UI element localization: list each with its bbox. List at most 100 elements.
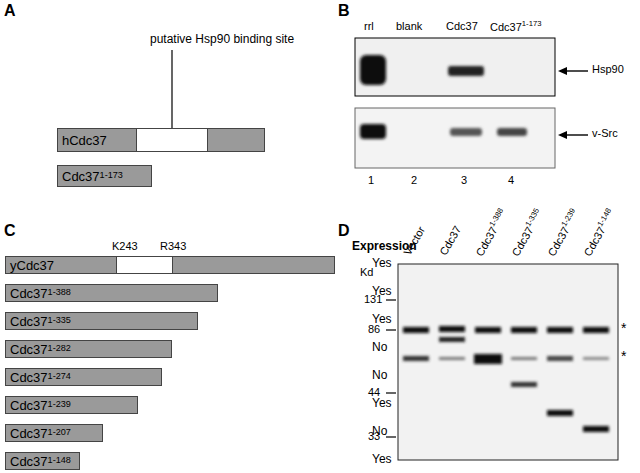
- band: [547, 327, 573, 333]
- blot-hsp90: [355, 38, 555, 96]
- panel-letter: C: [4, 222, 16, 239]
- residue-range: 1-274: [48, 372, 71, 381]
- expression-value: No: [372, 368, 387, 382]
- lane-label-holder: Cdc37: [437, 224, 464, 258]
- lane-label: Cdc37: [490, 21, 522, 33]
- lane-number-holder: 3: [461, 174, 467, 187]
- residue-range: 1-388: [48, 288, 71, 297]
- lane-label: Cdc37: [545, 224, 571, 258]
- nonspecific-mark-holder: *: [621, 320, 626, 336]
- residue-range: 1-148: [596, 207, 614, 229]
- band: [583, 357, 609, 360]
- lane-number: 2: [411, 174, 417, 186]
- lane-label-holder: Cdc371-239: [544, 207, 581, 258]
- lane-label: rrl: [364, 20, 374, 32]
- residue-range: 1-388: [488, 207, 506, 229]
- construct-name: Cdc37: [10, 427, 48, 440]
- lane-label-holder: Cdc371-335: [508, 207, 545, 258]
- expression-value: Yes: [372, 452, 392, 466]
- band: [511, 327, 537, 333]
- residue-label: K243: [112, 240, 138, 252]
- marker-size-holder: 33: [368, 430, 380, 443]
- band: [547, 356, 573, 361]
- expression-value: No: [372, 340, 387, 354]
- residue-range: 1-173: [522, 19, 542, 28]
- marker-tick: [386, 392, 396, 393]
- construct-name: Cdc37: [10, 399, 48, 412]
- lane-label: Cdc37: [473, 224, 499, 258]
- lane-label-holder: Cdc371-148: [580, 207, 617, 258]
- expression-value: Yes: [372, 396, 392, 410]
- lane-label: Cdc37: [509, 224, 535, 258]
- residue-range: 1-335: [48, 316, 71, 325]
- arrow-line: [566, 70, 588, 71]
- lane-number-holder: 2: [411, 174, 417, 187]
- construct-name: Cdc37: [62, 170, 100, 183]
- construct-name: yCdc37: [10, 259, 54, 272]
- expression-value: Yes: [372, 256, 392, 270]
- site-label-holder: putative Hsp90 binding site: [150, 33, 294, 47]
- panel-letter-holder: C: [4, 222, 16, 240]
- marker-size-holder: 44: [368, 386, 380, 399]
- band: [450, 128, 482, 136]
- protein-bar: Cdc371-207: [5, 424, 103, 442]
- band: [439, 337, 465, 342]
- band: [403, 327, 429, 333]
- residue-range: 1-239: [560, 207, 578, 229]
- band: [403, 356, 429, 361]
- arrow-head: [558, 67, 567, 75]
- band: [360, 124, 386, 139]
- binding-region: [136, 129, 208, 151]
- expression-value-holder: Yes: [372, 453, 392, 467]
- band: [547, 410, 573, 416]
- band: [474, 354, 502, 364]
- lane-label: blank: [396, 20, 422, 32]
- residue-range: 1-282: [48, 344, 71, 353]
- lane-number: 1: [368, 174, 374, 186]
- band: [360, 55, 386, 85]
- band: [583, 327, 609, 333]
- blot-expression: [398, 264, 618, 460]
- expression-value-holder: Yes: [372, 397, 392, 411]
- protein-bar: Cdc371-282: [5, 340, 172, 358]
- marker-size-holder: 131: [364, 293, 382, 306]
- lane-number-holder: 4: [508, 174, 514, 187]
- panel-letter-holder: B: [338, 2, 350, 20]
- lane-number: 3: [461, 174, 467, 186]
- band: [583, 426, 609, 432]
- protein-bar: Cdc371-173: [57, 165, 152, 187]
- residue-label: R343: [160, 240, 186, 252]
- expression-value-holder: No: [372, 341, 387, 355]
- construct-name: Cdc37: [10, 455, 48, 468]
- marker-size: 44: [368, 386, 380, 398]
- nonspecific-mark: *: [621, 348, 626, 364]
- residue-range: 1-335: [524, 207, 542, 229]
- marker-tick: [386, 299, 396, 300]
- panel-letter: A: [4, 2, 16, 19]
- leader-line: [171, 50, 172, 128]
- protein-bar: Cdc371-335: [5, 312, 198, 330]
- marker-size: 131: [364, 293, 382, 305]
- band: [448, 66, 484, 76]
- band-label-holder: v-Src: [592, 127, 618, 140]
- construct-name: Cdc37: [10, 343, 48, 356]
- axis-unit-holder: Kd: [360, 266, 373, 279]
- band: [497, 128, 527, 136]
- lane-label-holder: Cdc37: [446, 20, 478, 33]
- lane-label-holder: rrl: [364, 20, 374, 33]
- construct-name: Cdc37: [10, 371, 48, 384]
- construct-name: hCdc37: [62, 134, 107, 147]
- protein-bar: hCdc37: [57, 128, 265, 152]
- band: [439, 357, 465, 360]
- residue-label-holder: K243: [112, 240, 138, 253]
- band-label: v-Src: [592, 127, 618, 139]
- residue-range: 1-239: [48, 400, 71, 409]
- band-label-holder: Hsp90: [592, 63, 624, 76]
- lane-label-holder: Cdc371-388: [472, 207, 509, 258]
- nonspecific-mark: *: [621, 320, 626, 336]
- lane-label: Cdc37: [437, 224, 463, 258]
- protein-bar: Cdc371-274: [5, 368, 162, 386]
- axis-unit: Kd: [360, 266, 373, 278]
- band: [511, 382, 537, 387]
